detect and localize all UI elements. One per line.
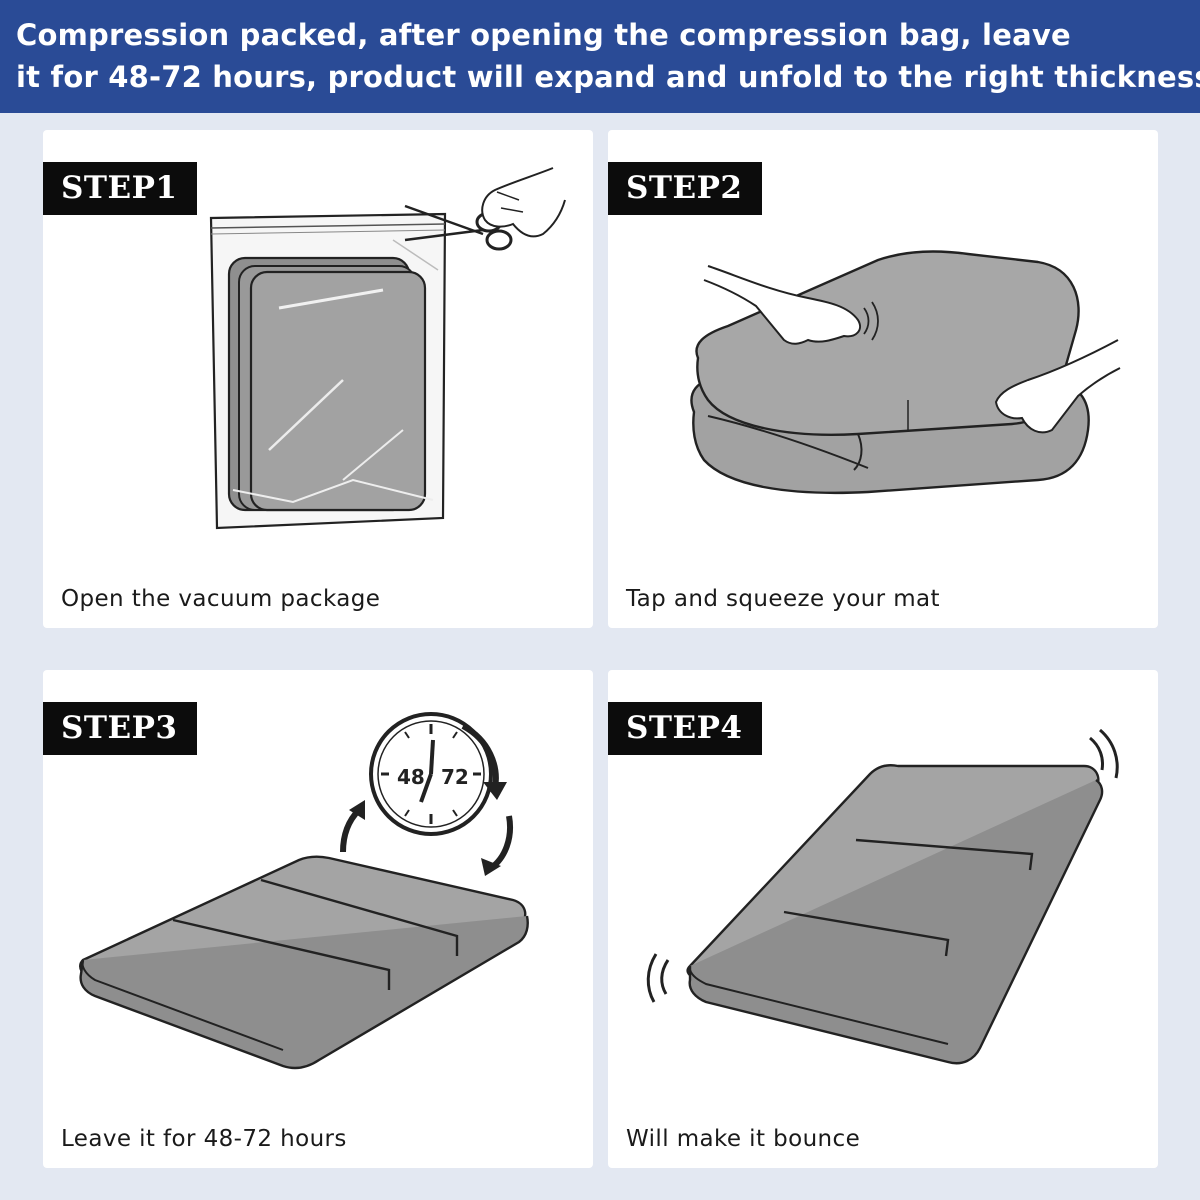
step-caption: Will make it bounce <box>626 1126 861 1152</box>
hand-icon <box>703 265 1121 434</box>
step-card-3: 48 72 STEP3 Leave it for 48-72 hours <box>43 670 593 1168</box>
step-card-1: STEP1 Open the vacuum package <box>43 130 593 628</box>
clock-icon: 48 72 <box>369 712 493 836</box>
tilted-mat-icon <box>686 764 1104 1065</box>
step-badge: STEP2 <box>608 162 763 215</box>
clock-label-left: 48 <box>397 765 425 789</box>
step-caption: Open the vacuum package <box>61 586 381 612</box>
banner-line-2: it for 48-72 hours, product will expand … <box>16 60 1200 94</box>
hand-icon <box>481 167 566 238</box>
step-caption: Leave it for 48-72 hours <box>61 1126 347 1152</box>
step-caption: Tap and squeeze your mat <box>626 586 940 612</box>
flat-mat-icon <box>79 855 529 1070</box>
header-banner: Compression packed, after opening the co… <box>0 0 1200 113</box>
folded-mat-icon <box>690 250 1090 495</box>
step-badge: STEP1 <box>43 162 198 215</box>
vacuum-bag-icon <box>209 212 447 530</box>
step-card-2: STEP2 Tap and squeeze your mat <box>608 130 1158 628</box>
banner-line-1: Compression packed, after opening the co… <box>16 18 1071 52</box>
motion-lines-icon <box>646 728 1119 1003</box>
clock-label-right: 72 <box>441 765 469 789</box>
step-badge: STEP3 <box>43 702 198 755</box>
step-card-4: STEP4 Will make it bounce <box>608 670 1158 1168</box>
arrow-icon <box>340 723 513 876</box>
step-badge: STEP4 <box>608 702 763 755</box>
